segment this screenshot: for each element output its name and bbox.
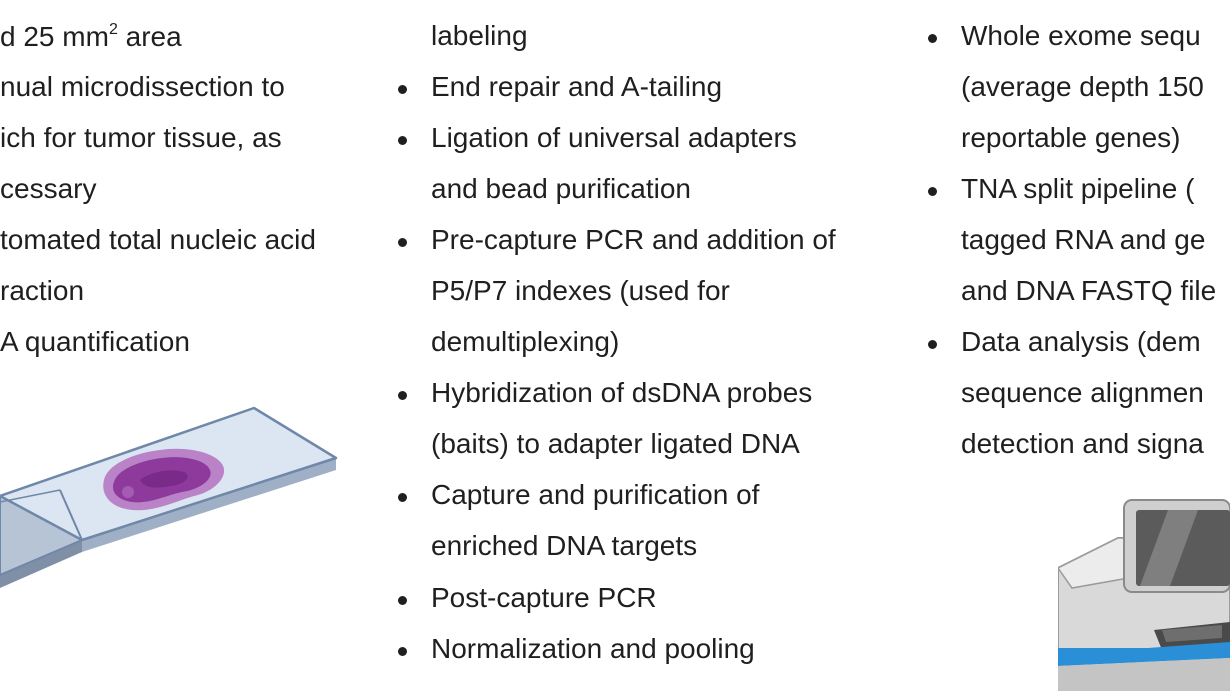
tissue-section	[103, 448, 225, 511]
list-item-continuation: (average depth 150	[961, 71, 1204, 102]
microscope-slide-icon	[0, 406, 338, 588]
bullet-icon	[928, 34, 937, 43]
list-item: Ligation of universal adapters	[431, 122, 797, 153]
list-item-continuation: sequence alignmen	[961, 377, 1204, 408]
list-item-continuation: reportable genes)	[961, 122, 1181, 153]
list-item: Hybridization of dsDNA probes	[431, 377, 813, 408]
list-item: Post-capture PCR	[431, 582, 657, 613]
text-line: cessary	[0, 173, 97, 204]
bullet-icon	[398, 136, 407, 145]
bullet-icon	[398, 493, 407, 502]
list-item-continuation: demultiplexing)	[431, 326, 620, 357]
text-line: d 25 mm2 area	[0, 21, 182, 52]
list-item-continuation: P5/P7 indexes (used for	[431, 275, 730, 306]
list-item-continuation: (baits) to adapter ligated DNA	[431, 428, 800, 459]
bullet-icon	[928, 340, 937, 349]
list-item: Normalization and pooling	[431, 633, 755, 664]
text-line: nual microdissection to	[0, 71, 285, 102]
list-item: End repair and A-tailing	[431, 71, 723, 102]
superscript: 2	[108, 21, 118, 38]
list-item: Pre-capture PCR and addition of	[431, 224, 836, 255]
text-line: labeling	[431, 20, 528, 51]
list-item: Whole exome sequ	[961, 20, 1201, 51]
list-item-continuation: and bead purification	[431, 173, 691, 204]
bullet-icon	[398, 596, 407, 605]
sequencer-machine-icon	[1058, 499, 1230, 691]
list-item: TNA split pipeline (	[961, 173, 1195, 204]
text-line: ich for tumor tissue, as	[0, 122, 282, 153]
text-line: raction	[0, 275, 85, 306]
bullet-icon	[398, 85, 407, 94]
list-item-continuation: tagged RNA and ge	[961, 224, 1206, 255]
list-item: Data analysis (dem	[961, 326, 1201, 357]
list-item-continuation: enriched DNA targets	[431, 530, 698, 561]
list-item: Capture and purification of	[431, 479, 760, 510]
text-line: tomated total nucleic acid	[0, 224, 316, 255]
list-item-continuation: detection and signa	[961, 428, 1204, 459]
bullet-icon	[398, 647, 407, 656]
bullet-icon	[398, 238, 407, 247]
list-item-continuation: and DNA FASTQ file	[961, 275, 1217, 306]
bullet-icon	[398, 391, 407, 400]
bullet-icon	[928, 187, 937, 196]
text-line: A quantification	[0, 326, 190, 357]
